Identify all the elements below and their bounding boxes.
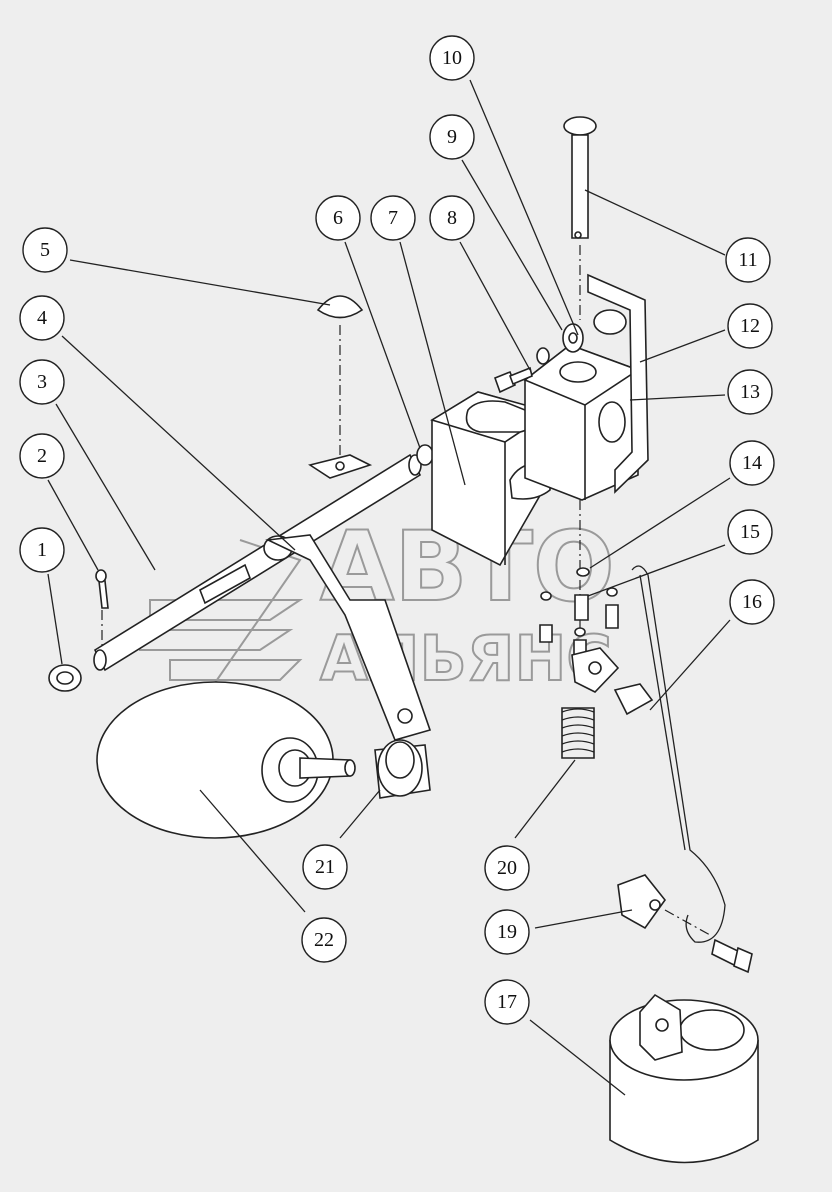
callout-1: 1 — [19, 527, 65, 573]
callout-6-label: 6 — [333, 207, 343, 229]
callout-12-label: 12 — [740, 315, 760, 337]
callout-19: 19 — [484, 909, 530, 955]
callout-14: 14 — [729, 440, 775, 486]
callout-11: 11 — [725, 237, 771, 283]
callout-6: 6 — [315, 195, 361, 241]
callout-13: 13 — [727, 369, 773, 415]
part-21-bushing — [261, 737, 431, 803]
callout-7: 7 — [370, 195, 416, 241]
callout-15: 15 — [727, 509, 773, 555]
part-7-housing — [430, 391, 552, 567]
callout-2: 2 — [19, 433, 65, 479]
part-1-washer — [48, 664, 82, 692]
callout-8-label: 8 — [447, 207, 457, 229]
callout-21: 21 — [302, 844, 348, 890]
leader-lines — [47, 79, 731, 1096]
callout-8: 8 — [429, 195, 475, 241]
callout-22: 22 — [301, 917, 347, 963]
callout-17: 17 — [484, 979, 530, 1025]
part-19-clamp — [617, 874, 753, 974]
callout-4-label: 4 — [37, 307, 47, 329]
callout-2-label: 2 — [37, 445, 47, 467]
part-4-lever — [265, 534, 432, 741]
callout-14-label: 14 — [742, 452, 762, 474]
callout-3: 3 — [19, 359, 65, 405]
part-16-rod — [631, 565, 726, 943]
callout-12: 12 — [727, 303, 773, 349]
part-5-cap — [308, 295, 373, 479]
callout-9: 9 — [429, 114, 475, 160]
callout-3-label: 3 — [37, 371, 47, 393]
callout-16: 16 — [729, 579, 775, 625]
callout-10-label: 10 — [442, 47, 462, 69]
callout-5-label: 5 — [40, 239, 50, 261]
callout-5: 5 — [22, 227, 68, 273]
callout-16-label: 16 — [742, 591, 762, 613]
callout-13-label: 13 — [740, 381, 760, 403]
callout-4: 4 — [19, 295, 65, 341]
part-17-cylinder — [609, 993, 759, 1164]
part-2-cotter-pin — [95, 569, 109, 645]
part-8-bolt — [493, 347, 550, 394]
callout-19-label: 19 — [497, 921, 517, 943]
part-14-washer — [540, 567, 618, 637]
callout-21-label: 21 — [315, 856, 335, 878]
callout-7-label: 7 — [388, 207, 398, 229]
callout-9-label: 9 — [447, 126, 457, 148]
callout-20-label: 20 — [497, 857, 517, 879]
callout-15-label: 15 — [740, 521, 760, 543]
part-20-spring — [561, 647, 654, 759]
callout-20: 20 — [484, 845, 530, 891]
callout-10: 10 — [429, 35, 475, 81]
callout-11-label: 11 — [738, 249, 757, 271]
part-9-washer — [562, 323, 584, 353]
callout-17-label: 17 — [497, 991, 517, 1013]
callout-1-label: 1 — [37, 539, 47, 561]
callout-22-label: 22 — [314, 929, 334, 951]
part-12-bracket — [587, 273, 649, 494]
